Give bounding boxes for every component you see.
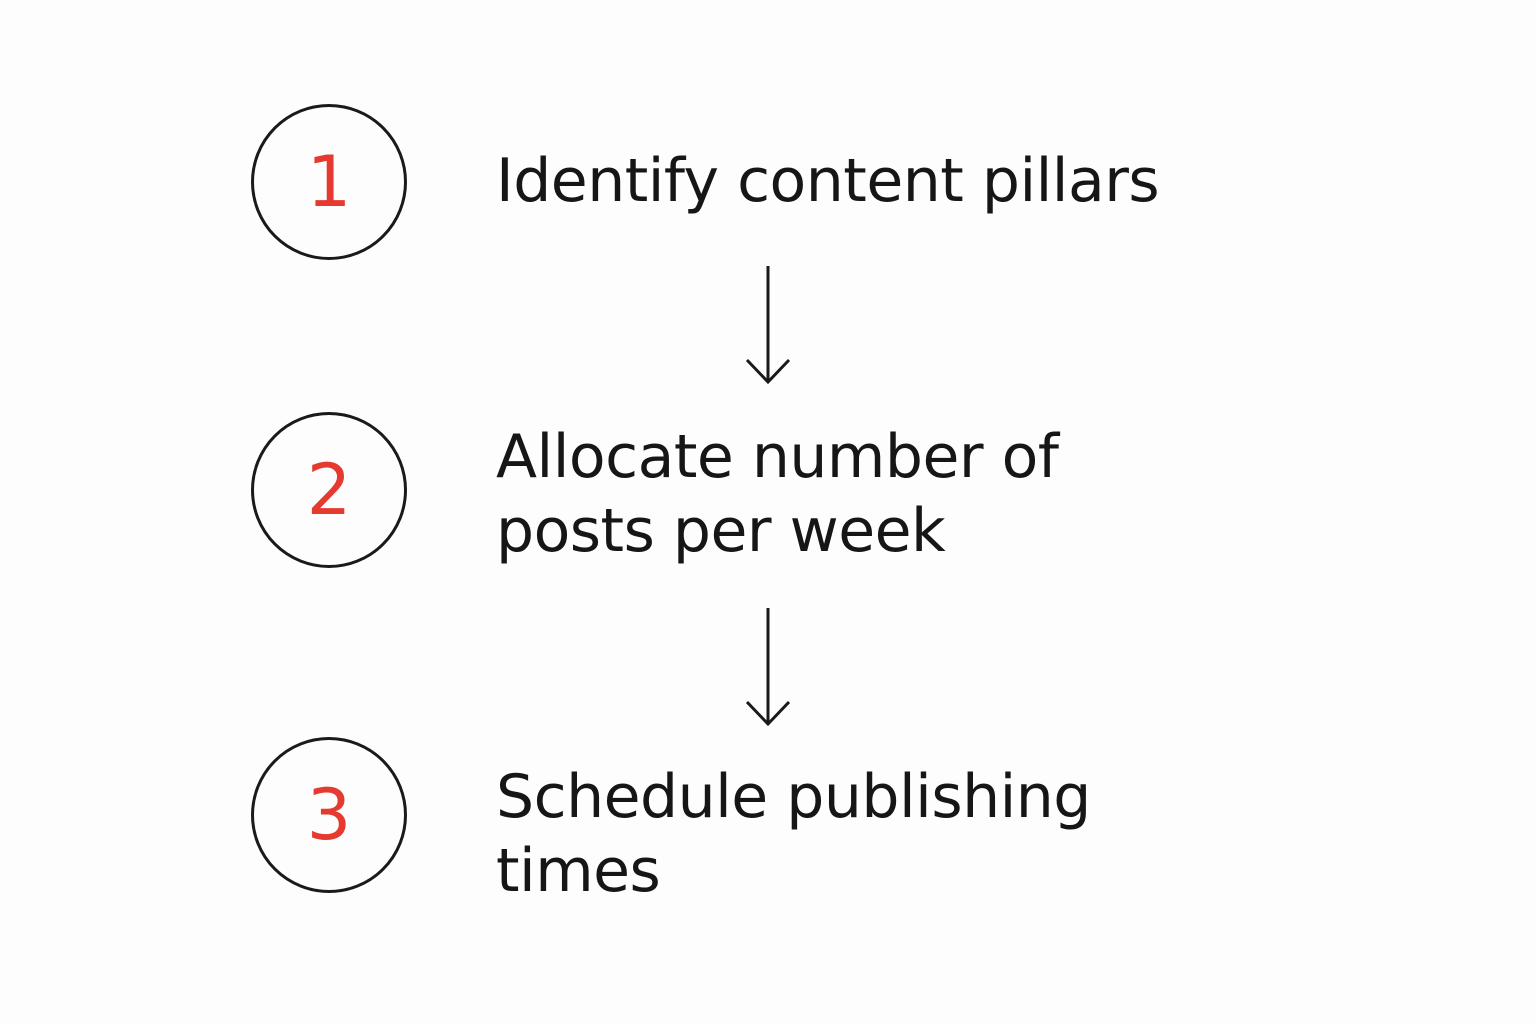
step-1-label-line-1: Identify content pillars [496, 146, 1160, 216]
step-2-circle: 2 [251, 412, 407, 568]
arrow-down-icon [745, 608, 791, 727]
step-1-label: Identify content pillars [496, 144, 1160, 218]
step-2-number: 2 [306, 449, 352, 531]
step-3-label-line-2: times [496, 836, 661, 906]
step-2-label-line-2: posts per week [496, 496, 946, 566]
step-3-label-line-1: Schedule publishing [496, 762, 1091, 832]
step-1-number: 1 [306, 141, 352, 223]
step-3-circle: 3 [251, 737, 407, 893]
step-3-number: 3 [306, 774, 352, 856]
step-3-label: Schedule publishing times [496, 760, 1091, 908]
step-2-label-line-1: Allocate number of [496, 422, 1059, 492]
step-1-circle: 1 [251, 104, 407, 260]
step-2-label: Allocate number of posts per week [496, 420, 1059, 568]
arrow-down-icon [745, 266, 791, 385]
